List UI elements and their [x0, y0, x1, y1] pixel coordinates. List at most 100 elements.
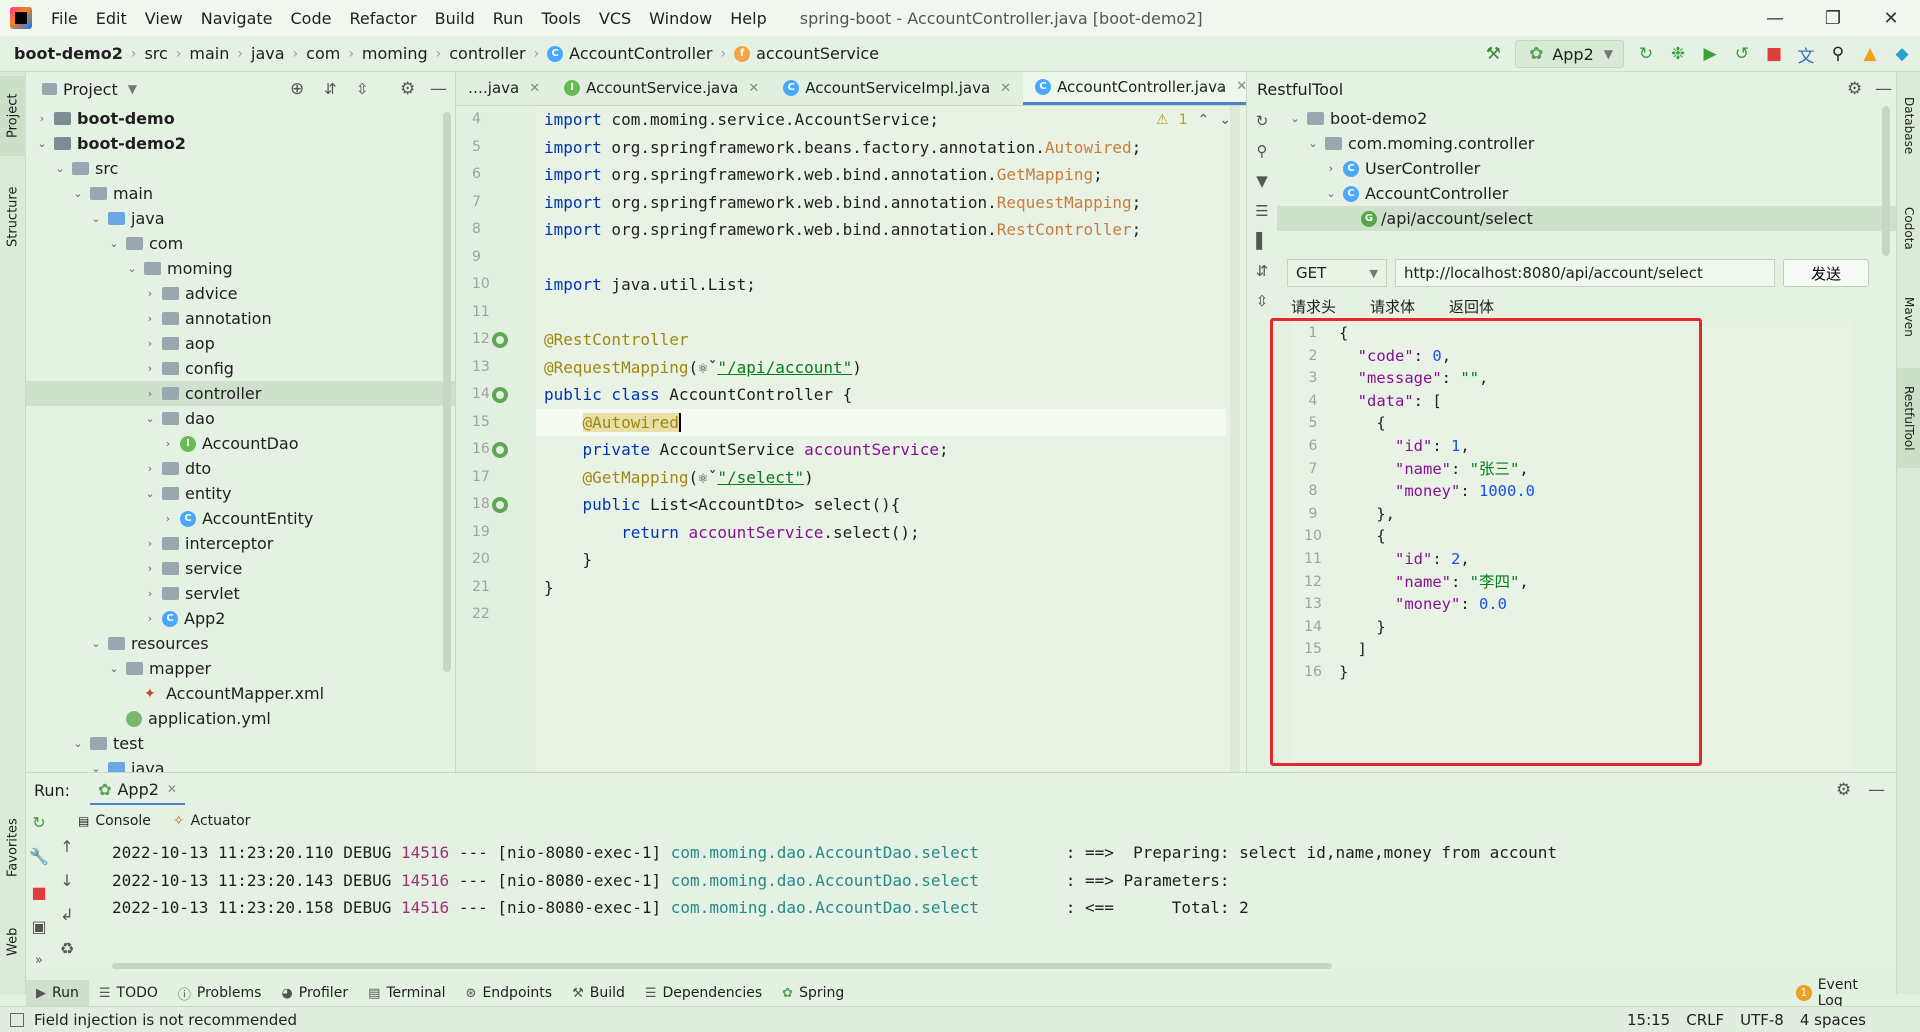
inspection-widget[interactable]: ⚠1 ⌃ ⌄	[1156, 112, 1231, 128]
database-tool-tab[interactable]: Database	[1902, 97, 1916, 155]
api-tree-scrollbar[interactable]	[1882, 106, 1890, 256]
breadcrumb-moming[interactable]: moming	[361, 44, 428, 63]
menu-file[interactable]: File	[51, 8, 78, 28]
editor-scrollbar[interactable]	[1230, 106, 1240, 772]
breadcrumb-java[interactable]: java	[251, 44, 285, 63]
scroll-up-icon[interactable]: ↑	[60, 836, 74, 856]
menu-tools[interactable]: Tools	[541, 8, 581, 28]
indent-setting[interactable]: 4 spaces	[1799, 1011, 1866, 1029]
project-tree-item[interactable]: ⌄com	[26, 231, 455, 256]
chevron-down-icon[interactable]: ⌄	[109, 237, 119, 250]
chevron-down-icon[interactable]: ⌄	[73, 187, 83, 200]
chevron-down-icon[interactable]: ⌄	[73, 737, 83, 750]
chevron-right-icon[interactable]: ›	[165, 437, 171, 450]
project-tree-item[interactable]: application.yml	[26, 706, 455, 731]
hide-panel-icon[interactable]: —	[1868, 780, 1885, 800]
previous-highlight-icon[interactable]: ⌃	[1197, 112, 1210, 128]
soft-wrap-icon[interactable]: ↲	[60, 904, 74, 924]
project-tree-item[interactable]: ⌄mapper	[26, 656, 455, 681]
tab-console[interactable]: ▤Console	[78, 813, 151, 829]
debug-bug-icon[interactable]: ❉	[1670, 44, 1686, 64]
hammer-icon[interactable]: ⚒	[1485, 44, 1501, 64]
chevron-down-icon[interactable]: ⌄	[55, 162, 65, 175]
next-highlight-icon[interactable]: ⌄	[1219, 112, 1231, 128]
tab-list-chevron-icon[interactable]: ⌄	[1214, 80, 1226, 96]
bottom-tab-run[interactable]: ▶Run	[26, 980, 89, 1006]
project-tree-item[interactable]: ⌄test	[26, 731, 455, 756]
chevron-down-icon[interactable]: ⌄	[91, 637, 101, 650]
maven-tool-tab[interactable]: Maven	[1902, 297, 1916, 337]
project-tree-item[interactable]: ⌄entity	[26, 481, 455, 506]
project-tree-item[interactable]: ⌄main	[26, 181, 455, 206]
chevron-down-icon[interactable]: ⌄	[1308, 137, 1318, 150]
chevron-down-icon[interactable]: ⌄	[145, 412, 155, 425]
breadcrumb-main[interactable]: main	[189, 44, 230, 63]
project-tree-item[interactable]: ⌄dao	[26, 406, 455, 431]
menu-navigate[interactable]: Navigate	[200, 8, 273, 28]
chevron-right-icon[interactable]: ›	[1328, 162, 1334, 175]
menu-build[interactable]: Build	[434, 8, 475, 28]
search-icon[interactable]: ⚲	[1831, 44, 1845, 64]
menu-run[interactable]: Run	[492, 8, 524, 28]
project-tree-item[interactable]: ⌄resources	[26, 631, 455, 656]
collapse-all-icon[interactable]: ⇳	[356, 80, 369, 98]
chevron-down-icon[interactable]: ⌄	[1326, 187, 1336, 200]
project-panel-title[interactable]: Project	[63, 79, 118, 99]
bottom-tab-terminal[interactable]: ▤Terminal	[358, 980, 455, 1006]
project-tree-item[interactable]: ⌄java	[26, 206, 455, 231]
tab-request-body[interactable]: 请求体	[1370, 297, 1416, 316]
bottom-tab-build[interactable]: ⚒Build	[562, 980, 635, 1006]
menu-help[interactable]: Help	[730, 8, 767, 28]
chevron-right-icon[interactable]: ›	[147, 312, 153, 325]
profile-icon[interactable]: ↺	[1734, 44, 1750, 64]
chevron-right-icon[interactable]: ›	[147, 612, 153, 625]
line-separator[interactable]: CRLF	[1686, 1011, 1725, 1029]
bottom-tab-profiler[interactable]: ◕Profiler	[271, 980, 358, 1006]
close-icon[interactable]: ✕	[1236, 79, 1246, 94]
url-input[interactable]	[1395, 259, 1775, 287]
project-tree-item[interactable]: ⌄java	[26, 756, 455, 772]
menu-vcs[interactable]: VCS	[598, 8, 632, 28]
project-tree-item[interactable]: ›aop	[26, 331, 455, 356]
close-icon[interactable]: ✕	[1000, 80, 1012, 96]
project-tree-item[interactable]: ›controller	[26, 381, 455, 406]
breadcrumb-com[interactable]: com	[306, 44, 341, 63]
http-method-select[interactable]: GET▼	[1287, 259, 1387, 287]
gear-icon[interactable]: ⚙	[400, 79, 416, 99]
chevron-right-icon[interactable]: ›	[147, 287, 153, 300]
close-icon[interactable]: ✕	[166, 782, 177, 796]
expand-icon[interactable]: ⇵	[1255, 262, 1269, 280]
tab-actuator[interactable]: ✧Actuator	[173, 813, 251, 829]
bottom-tab-endpoints[interactable]: ⊛Endpoints	[456, 980, 563, 1006]
chevron-right-icon[interactable]: ›	[147, 362, 153, 375]
api-tree-item[interactable]: ⌄com.moming.controller	[1277, 131, 1896, 156]
tool-windows-icon[interactable]	[10, 1012, 24, 1027]
project-tree-item[interactable]: ✦AccountMapper.xml	[26, 681, 455, 706]
project-tree-item[interactable]: ›advice	[26, 281, 455, 306]
run-config-selector[interactable]: ✿App2▼	[1515, 40, 1624, 68]
chevron-down-icon[interactable]: ⌄	[91, 212, 101, 225]
api-tree-item[interactable]: ⌄boot-demo2	[1277, 106, 1896, 131]
project-tree-item[interactable]: ⌄moming	[26, 256, 455, 281]
spring-bean-gutter-icon[interactable]	[492, 442, 508, 458]
chevron-right-icon[interactable]: ›	[147, 462, 153, 475]
project-tool-tab[interactable]: Project	[0, 76, 26, 156]
project-tree-item[interactable]: ›interceptor	[26, 531, 455, 556]
chevron-right-icon[interactable]: ›	[147, 387, 153, 400]
favorites-tool-tab[interactable]: Favorites	[5, 818, 21, 878]
project-tree-item[interactable]: ⌄src	[26, 156, 455, 181]
filter-icon[interactable]: ▼	[1256, 172, 1268, 190]
scroll-down-icon[interactable]: ↓	[60, 870, 74, 890]
settings-sliders-icon[interactable]: ☰	[1255, 202, 1269, 220]
file-encoding[interactable]: UTF-8	[1740, 1011, 1784, 1029]
